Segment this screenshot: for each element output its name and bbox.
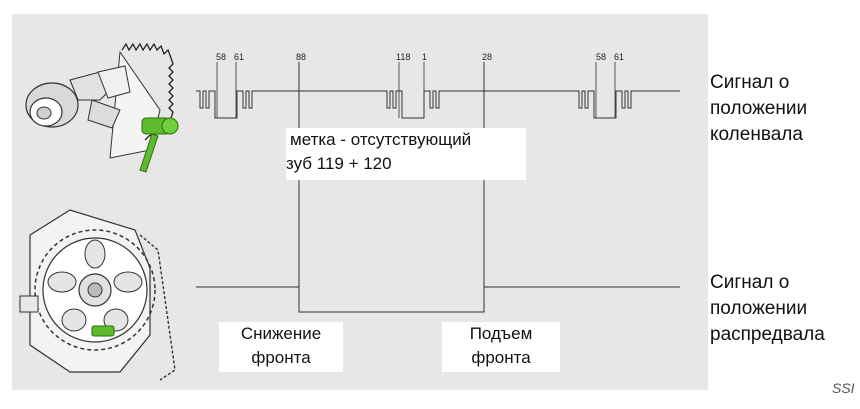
camshaft-label-line: Сигнал о [710, 272, 790, 293]
tooth-label: 61 [234, 52, 245, 62]
missing-tooth-marker-note: метка - отсутствующий зуб 119 + 120 [286, 128, 526, 180]
tooth-label: 1 [422, 52, 428, 62]
edge-guide-lines [298, 62, 485, 312]
crankshaft-sensor-illustration [25, 42, 179, 173]
rising-edge-line: фронта [471, 348, 531, 367]
marker-note-line: зуб 119 + 120 [286, 154, 392, 173]
marker-note-line: метка - отсутствующий [290, 130, 472, 149]
tooth-label: 28 [482, 52, 493, 62]
tooth-label: 118 [396, 52, 411, 62]
falling-edge-label: Снижение фронта [219, 322, 343, 372]
crankshaft-signal-path [196, 90, 680, 119]
crankshaft-label-line: Сигнал о [710, 72, 790, 93]
rising-edge-label: Подъем фронта [442, 322, 560, 372]
credit-label: SSI [832, 380, 855, 396]
tooth-label: 58 [216, 52, 227, 62]
crankshaft-label-line: коленвала [710, 124, 803, 145]
tooth-label: 58 [596, 52, 607, 62]
rising-edge-line: Подъем [469, 324, 533, 343]
camshaft-label-line: распредвала [710, 324, 825, 345]
tooth-label: 61 [614, 52, 625, 62]
falling-edge-line: фронта [251, 348, 311, 367]
camshaft-sensor-illustration [19, 209, 176, 381]
crankshaft-signal-trace [196, 62, 680, 119]
camshaft-signal-trace [196, 286, 680, 313]
crankshaft-signal-label: Сигнал о положении коленвала [710, 70, 807, 148]
camshaft-label-line: положении [710, 298, 808, 319]
camshaft-signal-label: Сигнал о положении распредвала [710, 270, 825, 348]
falling-edge-line: Снижение [240, 324, 322, 343]
crankshaft-label-line: положении [710, 98, 808, 119]
tooth-label: 88 [296, 52, 307, 62]
